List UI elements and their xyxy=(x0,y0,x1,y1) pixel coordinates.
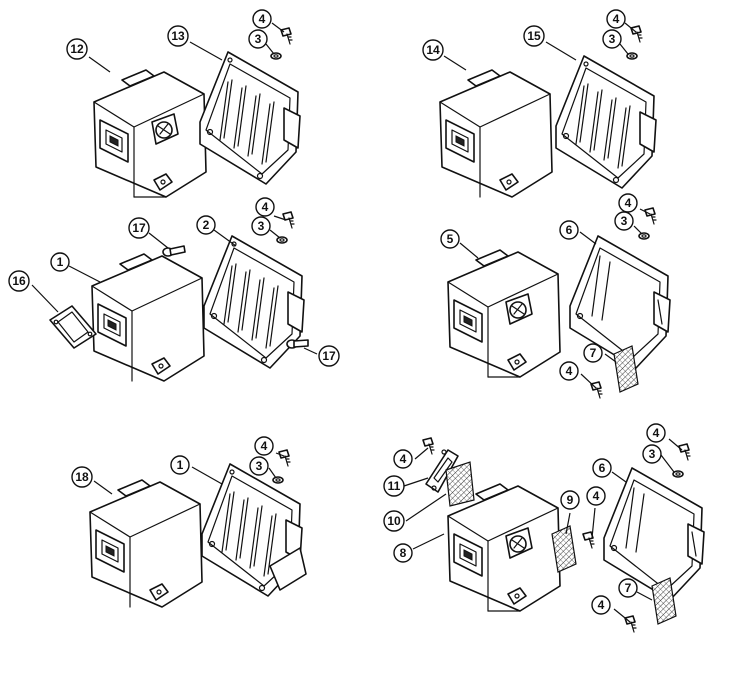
svg-text:14: 14 xyxy=(426,43,440,57)
svg-text:4: 4 xyxy=(400,452,407,466)
callout: 7 xyxy=(618,578,638,598)
callout: 1 xyxy=(50,252,70,272)
callout: 7 xyxy=(583,343,603,363)
svg-text:7: 7 xyxy=(625,581,632,595)
callout: 16 xyxy=(8,270,30,292)
svg-text:8: 8 xyxy=(400,546,407,560)
assembly-bottom-right xyxy=(422,437,705,633)
svg-text:18: 18 xyxy=(75,470,89,484)
callout: 9 xyxy=(560,490,580,510)
assembly-bottom-left xyxy=(89,449,307,608)
svg-text:12: 12 xyxy=(70,42,84,56)
svg-text:4: 4 xyxy=(593,489,600,503)
callouts: 12 13 4 3 14 15 4 3 17 2 4 3 1 16 17 5 6… xyxy=(8,9,666,615)
svg-text:4: 4 xyxy=(566,364,573,378)
svg-text:4: 4 xyxy=(259,12,266,26)
svg-text:6: 6 xyxy=(599,461,606,475)
callout: 4 xyxy=(254,436,274,456)
callout: 3 xyxy=(251,216,271,236)
svg-text:1: 1 xyxy=(57,255,64,269)
callout: 11 xyxy=(383,475,405,497)
svg-text:3: 3 xyxy=(621,214,628,228)
callout: 4 xyxy=(252,9,272,29)
svg-text:5: 5 xyxy=(447,232,454,246)
callout: 3 xyxy=(602,29,622,49)
svg-text:6: 6 xyxy=(566,223,573,237)
svg-text:3: 3 xyxy=(258,219,265,233)
bolt-lower xyxy=(286,339,309,349)
svg-text:17: 17 xyxy=(132,221,146,235)
assembly-top-right xyxy=(439,25,657,198)
svg-text:4: 4 xyxy=(262,200,269,214)
callout: 4 xyxy=(606,9,626,29)
callout: 3 xyxy=(248,29,268,49)
callout: 18 xyxy=(71,466,93,488)
callout: 12 xyxy=(66,38,88,60)
assembly-middle-left xyxy=(49,211,309,382)
leader-lines xyxy=(31,22,683,623)
svg-text:3: 3 xyxy=(649,447,656,461)
callout: 3 xyxy=(614,211,634,231)
callout: 4 xyxy=(393,449,413,469)
svg-text:15: 15 xyxy=(527,29,541,43)
svg-text:13: 13 xyxy=(171,29,185,43)
callout: 3 xyxy=(249,456,269,476)
callout: 4 xyxy=(591,595,611,615)
callout: 4 xyxy=(618,193,638,213)
svg-text:3: 3 xyxy=(256,459,263,473)
baffle-plate xyxy=(425,449,459,493)
callout: 1 xyxy=(170,455,190,475)
svg-text:2: 2 xyxy=(203,218,210,232)
svg-text:16: 16 xyxy=(12,274,26,288)
callout: 3 xyxy=(642,444,662,464)
svg-text:7: 7 xyxy=(590,346,597,360)
callout: 8 xyxy=(393,543,413,563)
callout: 2 xyxy=(196,215,216,235)
callout: 14 xyxy=(422,39,444,61)
svg-text:4: 4 xyxy=(625,196,632,210)
assembly-middle-right xyxy=(447,207,671,399)
upper-screen xyxy=(445,461,475,507)
svg-text:3: 3 xyxy=(609,32,616,46)
svg-text:4: 4 xyxy=(598,598,605,612)
callout: 17 xyxy=(318,345,340,367)
assembly-top-left xyxy=(93,27,301,198)
callout: 5 xyxy=(440,229,460,249)
callout: 4 xyxy=(586,486,606,506)
bolt-upper xyxy=(162,245,186,257)
callout: 17 xyxy=(128,217,150,239)
gasket xyxy=(49,305,97,349)
svg-text:11: 11 xyxy=(388,479,401,493)
callout: 13 xyxy=(167,25,189,47)
svg-text:3: 3 xyxy=(255,32,262,46)
callout: 6 xyxy=(559,220,579,240)
svg-text:1: 1 xyxy=(177,458,184,472)
svg-text:17: 17 xyxy=(322,349,336,363)
callout: 4 xyxy=(646,423,666,443)
svg-text:9: 9 xyxy=(567,493,574,507)
callout: 6 xyxy=(592,458,612,478)
svg-text:4: 4 xyxy=(261,439,268,453)
svg-text:4: 4 xyxy=(613,12,620,26)
callout: 10 xyxy=(383,510,405,532)
callout: 15 xyxy=(523,25,545,47)
svg-text:4: 4 xyxy=(653,426,660,440)
callout: 4 xyxy=(255,197,275,217)
callout: 4 xyxy=(559,361,579,381)
svg-text:10: 10 xyxy=(387,514,401,528)
